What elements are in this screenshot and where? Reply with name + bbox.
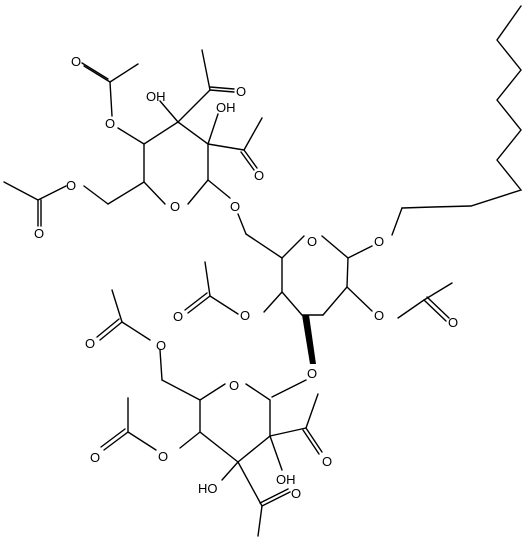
oxygen-atom: O: [170, 199, 180, 214]
oxygen-atom: O: [448, 315, 458, 330]
oxygen-atom: O: [240, 308, 250, 323]
oxygen-atom: O: [254, 168, 264, 183]
oxygen-atom: O: [307, 366, 317, 381]
octyl-chain: [401, 5, 523, 209]
oxygen-atom: O: [173, 309, 183, 324]
oxygen-atom: O: [71, 54, 81, 69]
oxygen-atom: O: [322, 454, 332, 469]
hydroxyl-group: OH: [146, 89, 166, 104]
oxygen-atom: O: [229, 378, 239, 393]
top-pyranose-ring: O O OH OH O O O O O O: [3, 49, 264, 241]
oxygen-atom: O: [156, 338, 166, 353]
oxygen-atom: O: [291, 486, 301, 501]
oxygen-atom: O: [307, 234, 317, 249]
bottom-pyranose-ring: O O O O O OH HO O O: [85, 289, 332, 537]
oxygen-atom: O: [66, 178, 76, 193]
oxygen-atom: O: [158, 449, 168, 464]
central-pyranose-ring: O O O O O O O: [173, 207, 458, 398]
hydroxyl-group: OH: [276, 472, 296, 487]
oxygen-atom: O: [374, 234, 384, 249]
oxygen-atom: O: [90, 450, 100, 465]
oxygen-atom: O: [85, 336, 95, 351]
oxygen-atom: O: [236, 84, 246, 99]
oxygen-atom: O: [230, 199, 240, 214]
oxygen-atom: O: [105, 116, 115, 131]
hydroxyl-group: HO: [198, 481, 218, 496]
oxygen-atom: O: [374, 308, 384, 323]
oxygen-atom: O: [34, 226, 44, 241]
hydroxyl-group: OH: [216, 100, 236, 115]
